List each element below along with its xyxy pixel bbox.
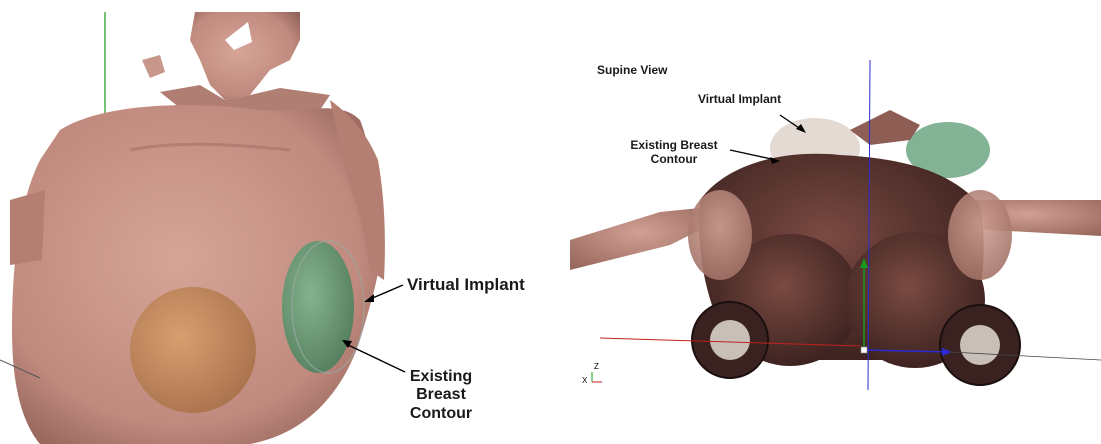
orange-implant-sphere	[130, 287, 256, 413]
existing-breast-contour-label: Existing Breast Contour	[401, 368, 481, 423]
left-panel-frontal-view: Virtual Implant Existing Breast Contour	[0, 0, 560, 444]
virtual-implant-label-right: Virtual Implant	[698, 93, 781, 107]
green-virtual-implant	[282, 241, 354, 373]
contour-line-1: Existing	[401, 368, 481, 386]
contour-line-2-right: Contour	[610, 153, 738, 167]
mesh-fragment	[142, 55, 165, 78]
virtual-implant-label: Virtual Implant	[407, 275, 525, 295]
contour-line-1-right: Existing Breast	[610, 139, 738, 153]
axis-label-x: X	[582, 376, 587, 385]
left-arm-stub	[10, 190, 45, 265]
contour-line-3: Contour	[401, 405, 481, 423]
axis-label-z: Z	[594, 362, 599, 371]
neck-flap	[850, 110, 920, 145]
contour-line-2: Breast	[401, 386, 481, 404]
arrow-contour	[346, 344, 405, 372]
existing-breast-contour-label-right: Existing Breast Contour	[610, 139, 738, 167]
right-panel-supine-view: Supine View Virtual Implant Existing Bre…	[570, 0, 1101, 444]
supine-view-label: Supine View	[597, 64, 667, 78]
